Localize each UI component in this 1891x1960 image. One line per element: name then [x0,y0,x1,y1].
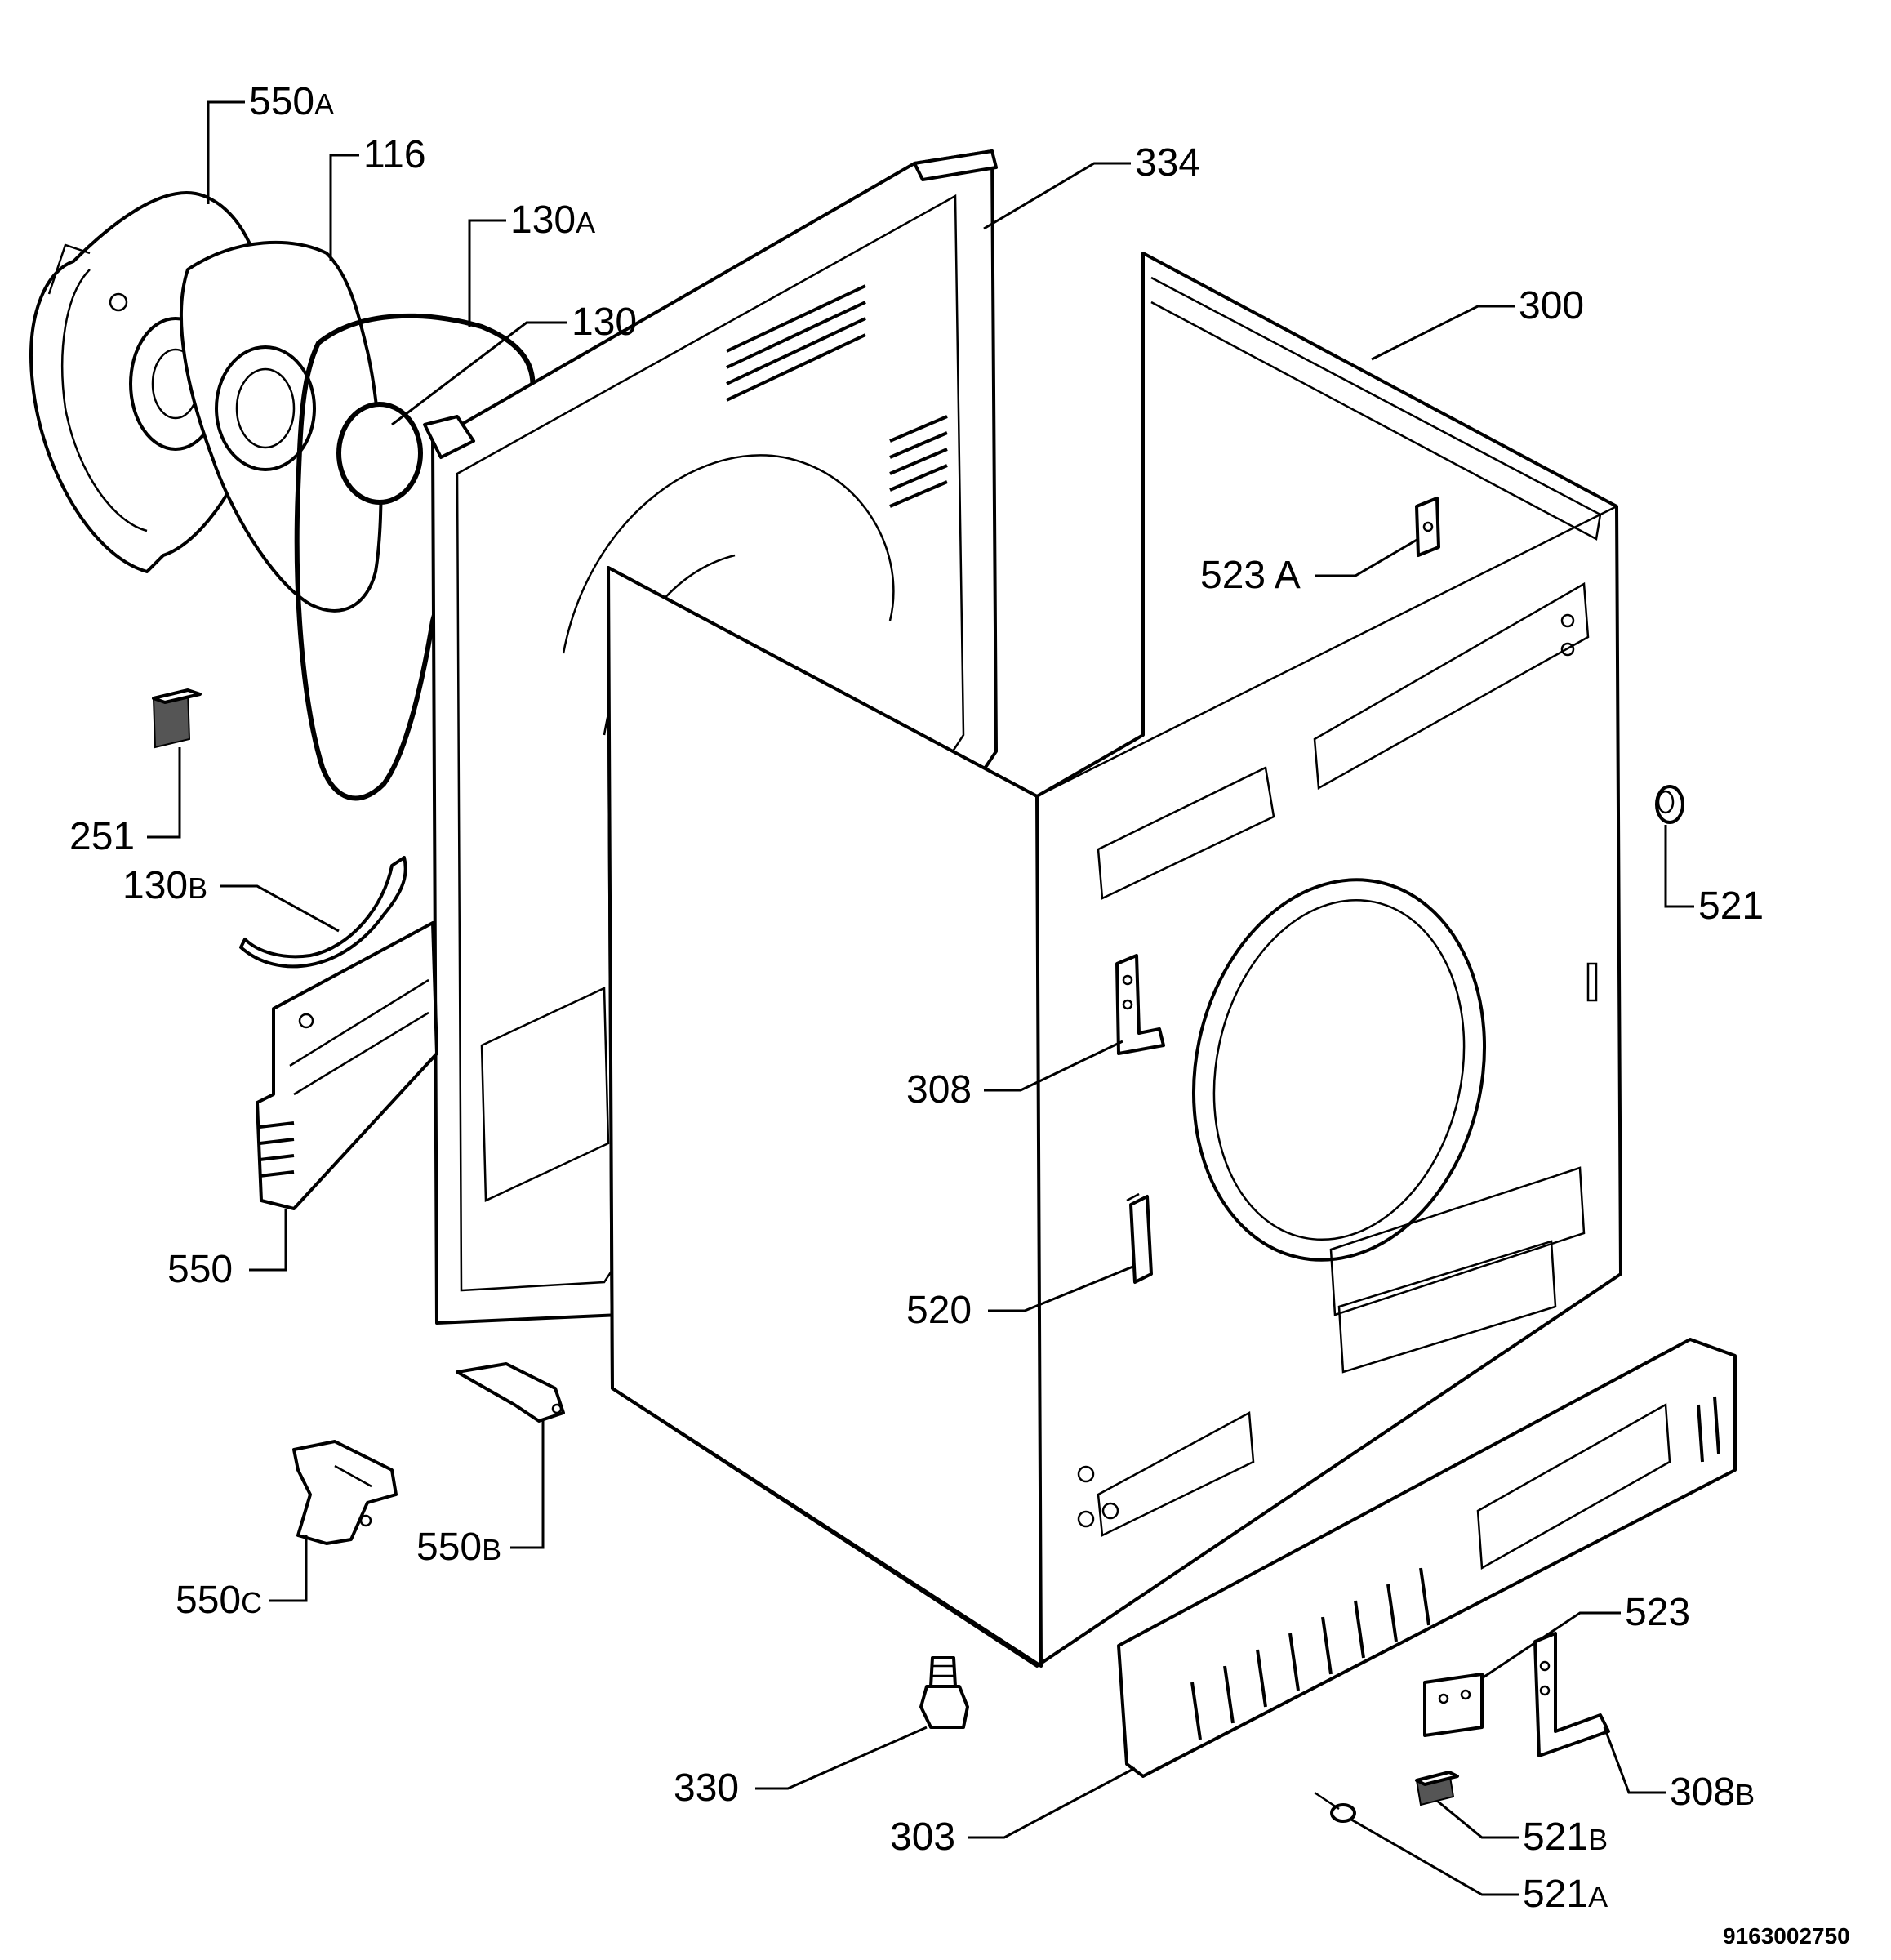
label-330: 330 [674,1766,739,1810]
leader-330 [755,1726,928,1790]
part-520-drawing [1126,1192,1153,1284]
label-520: 520 [906,1289,972,1332]
part-130a-drawing [294,313,536,801]
leader-521b [1436,1799,1519,1839]
part-550b-drawing [456,1362,565,1423]
label-523: 523 [1625,1591,1690,1634]
label-521a: 521A [1523,1873,1608,1916]
label-303: 303 [890,1815,955,1859]
label-550c: 550C [176,1579,262,1622]
label-550a: 550A [249,80,334,123]
label-523a: 523 A [1200,554,1301,597]
leader-523 [1481,1611,1621,1680]
leader-251 [147,747,181,839]
leader-130 [391,321,567,426]
leader-lines [147,100,1694,1896]
leader-550b [510,1421,545,1549]
leader-116 [329,154,359,261]
label-550: 550 [167,1248,233,1291]
label-308: 308 [906,1068,972,1111]
drawing-code: 9163002750 [1723,1923,1850,1949]
part-521a-drawing [1314,1791,1356,1823]
part-308b-drawing [1533,1632,1610,1757]
label-521b: 521B [1523,1815,1608,1859]
leader-523a [1315,537,1419,577]
label-334: 334 [1135,141,1200,185]
leader-308b [1603,1726,1666,1794]
part-130-drawing [336,402,423,505]
label-300: 300 [1519,284,1584,327]
part-251-drawing [152,688,202,749]
part-550c-drawing [292,1440,398,1545]
label-130b: 130B [122,864,207,907]
part-130b-drawing [239,856,407,969]
leader-300 [1371,305,1515,361]
leader-550c [269,1535,308,1602]
vent-slots-top [726,284,948,508]
label-130a: 130A [510,198,595,242]
part-521b-drawing [1415,1771,1459,1806]
leader-550a [207,100,245,204]
leader-521 [1664,825,1694,908]
label-116: 116 [363,133,426,176]
leader-303 [968,1766,1136,1839]
leader-130a [468,219,506,327]
leader-130b [220,884,340,933]
part-521-drawing [1655,785,1684,824]
leader-550 [249,1209,287,1272]
part-labels: 550A 116 130A 130 334 300 523 A 251 521 … [69,80,1764,1916]
part-303-drawing [1117,1338,1737,1778]
part-330-drawing [919,1656,969,1729]
label-251: 251 [69,815,135,858]
label-521: 521 [1698,884,1764,928]
part-308-drawing [1115,954,1165,1055]
part-523a-drawing [1415,497,1440,557]
leader-334 [983,162,1131,230]
label-130: 130 [572,301,637,344]
label-308b: 308B [1670,1771,1755,1814]
leader-521a [1350,1818,1519,1896]
part-550-drawing [256,921,438,1210]
leader-308 [984,1040,1123,1092]
leader-520 [988,1264,1136,1312]
part-523-drawing [1423,1673,1484,1737]
part-300-drawing [607,252,1622,1668]
label-550b: 550B [416,1526,501,1569]
